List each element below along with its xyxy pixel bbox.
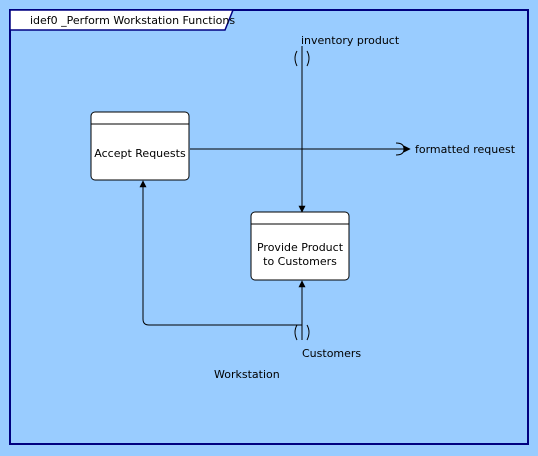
tunnel-customers-icon	[294, 324, 298, 341]
label-formatted-request: formatted request	[415, 143, 516, 156]
label-inventory-product: inventory product	[301, 34, 400, 47]
activity-label: Provide Product	[257, 241, 344, 254]
tunnel-customers-icon-right	[306, 324, 310, 341]
activity-box	[90, 111, 190, 181]
label-workstation: Workstation	[214, 368, 280, 381]
activity-label: to Customers	[263, 255, 337, 268]
activity-accept-requests[interactable]: Accept Requests	[90, 111, 190, 181]
arrow-customers-to-accept[interactable]	[139, 180, 302, 326]
label-customers: Customers	[302, 347, 361, 360]
tunnel-inventory-product-icon-right	[306, 50, 310, 67]
activity-label: Accept Requests	[94, 147, 186, 160]
diagram-frame	[9, 9, 529, 445]
title-tab	[9, 9, 235, 31]
activity-provide-product[interactable]: Provide Product to Customers	[250, 211, 350, 281]
activity-box	[250, 211, 350, 281]
tunnel-formatted-request-icon	[395, 142, 405, 156]
tunnel-inventory-product-icon	[294, 50, 298, 67]
diagram-title: idef0 _Perform Workstation Functions	[30, 14, 235, 27]
